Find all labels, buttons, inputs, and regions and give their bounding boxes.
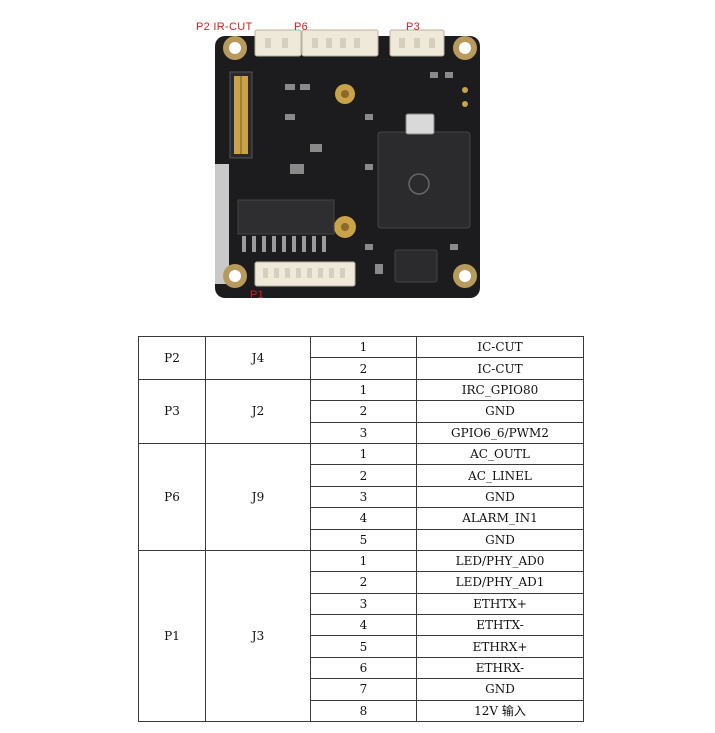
signal-cell: LED/PHY_AD1 <box>416 571 584 594</box>
table-row: 7 GND <box>139 678 584 701</box>
connector-p1 <box>254 261 356 287</box>
table-row: 8 12V 输入 <box>139 699 584 723</box>
pin-number-cell: 6 <box>310 656 417 680</box>
table-row: P2 J4 1 IC-CUT <box>138 335 584 380</box>
connector-cell: J3 <box>205 549 311 723</box>
pin-number-cell: 4 <box>310 614 417 637</box>
connector-p3 <box>389 29 445 57</box>
pin-number-cell: 4 <box>310 507 417 530</box>
table-row: P3 J2 1 IRC_GPIO80 <box>138 378 584 444</box>
signal-cell: GND <box>416 678 584 701</box>
table-row: 2 GND <box>139 400 584 423</box>
signal-cell: 12V 输入 <box>416 699 584 723</box>
signal-cell: ETHTX+ <box>416 592 584 616</box>
mounting-hole-top-right <box>453 36 477 60</box>
mounting-hole-bottom-right <box>453 264 477 288</box>
fpc-connector <box>229 71 253 159</box>
signal-cell: IRC_GPIO80 <box>416 378 584 402</box>
table-row: 2 IC-CUT <box>139 357 584 380</box>
pin-number-cell: 2 <box>310 464 417 487</box>
table-row: 3 ETHTX+ <box>139 592 584 616</box>
pin-number-cell: 8 <box>310 699 417 723</box>
signal-cell: LED/PHY_AD0 <box>416 549 584 573</box>
port-cell: P1 <box>138 549 206 723</box>
pcb-board-image <box>215 29 480 298</box>
label-p2-ircut: P2 IR-CUT <box>196 21 253 33</box>
crystal-oscillator <box>405 113 435 135</box>
label-p1: P1 <box>250 289 265 301</box>
signal-cell: IC-CUT <box>416 357 584 380</box>
label-p3: P3 <box>406 21 421 33</box>
port-cell: P6 <box>138 442 206 551</box>
signal-cell: GND <box>416 400 584 423</box>
connector-cell: J4 <box>205 336 311 380</box>
pin-number-cell: 5 <box>310 635 417 658</box>
signal-cell: ETHTX- <box>416 614 584 637</box>
pinout-table: P2 J4 1 IC-CUT 2 IC-CUT P3 J2 1 IRC_GPIO… <box>138 335 584 723</box>
pin-number-cell: 3 <box>310 421 417 444</box>
flash-chip <box>394 249 438 283</box>
pin-number-cell: 5 <box>310 528 417 551</box>
signal-cell: ETHRX- <box>416 656 584 680</box>
signal-cell: AC_LINEL <box>416 464 584 487</box>
port-cell: P2 <box>138 336 206 380</box>
soc-chip <box>377 131 471 229</box>
pin-number-cell: 2 <box>310 400 417 423</box>
pin-number-cell: 1 <box>310 335 417 359</box>
pin-number-cell: 1 <box>310 378 417 402</box>
table-row: 3 GPIO6_6/PWM2 <box>139 421 584 444</box>
pin-number-cell: 1 <box>310 442 417 466</box>
signal-cell: GPIO6_6/PWM2 <box>416 421 584 444</box>
pin-number-cell: 3 <box>310 485 417 509</box>
mounting-hole-top-left <box>223 36 247 60</box>
connector-cell: J2 <box>205 378 311 444</box>
table-row: 6 ETHRX- <box>139 656 584 680</box>
signal-cell: GND <box>416 528 584 551</box>
pinout-table-body: P2 J4 1 IC-CUT 2 IC-CUT P3 J2 1 IRC_GPIO… <box>138 335 584 723</box>
mounting-hole-bottom-left <box>223 264 247 288</box>
label-p6: P6 <box>294 21 309 33</box>
port-cell: P3 <box>138 378 206 444</box>
table-row: P1 J3 1 LED/PHY_AD0 <box>138 549 584 723</box>
ethernet-transformer <box>237 199 335 235</box>
pin-number-cell: 7 <box>310 678 417 701</box>
pin-number-cell: 2 <box>310 357 417 380</box>
connector-p6 <box>301 29 379 57</box>
connector-p2-ircut <box>254 29 302 57</box>
connector-cell: J9 <box>205 442 311 551</box>
pin-number-cell: 2 <box>310 571 417 594</box>
signal-cell: AC_OUTL <box>416 442 584 466</box>
signal-cell: GND <box>416 485 584 509</box>
table-row: 2 AC_LINEL <box>139 464 584 487</box>
table-row: 4 ALARM_IN1 <box>139 507 584 530</box>
signal-cell: ALARM_IN1 <box>416 507 584 530</box>
table-row: 5 GND <box>139 528 584 551</box>
signal-cell: IC-CUT <box>416 335 584 359</box>
pin-number-cell: 1 <box>310 549 417 573</box>
table-row: 2 LED/PHY_AD1 <box>139 571 584 594</box>
table-row: P6 J9 1 AC_OUTL <box>138 442 584 551</box>
pin-number-cell: 3 <box>310 592 417 616</box>
signal-cell: ETHRX+ <box>416 635 584 658</box>
pcb-board-figure: P2 IR-CUT P6 P3 P1 <box>190 14 490 304</box>
